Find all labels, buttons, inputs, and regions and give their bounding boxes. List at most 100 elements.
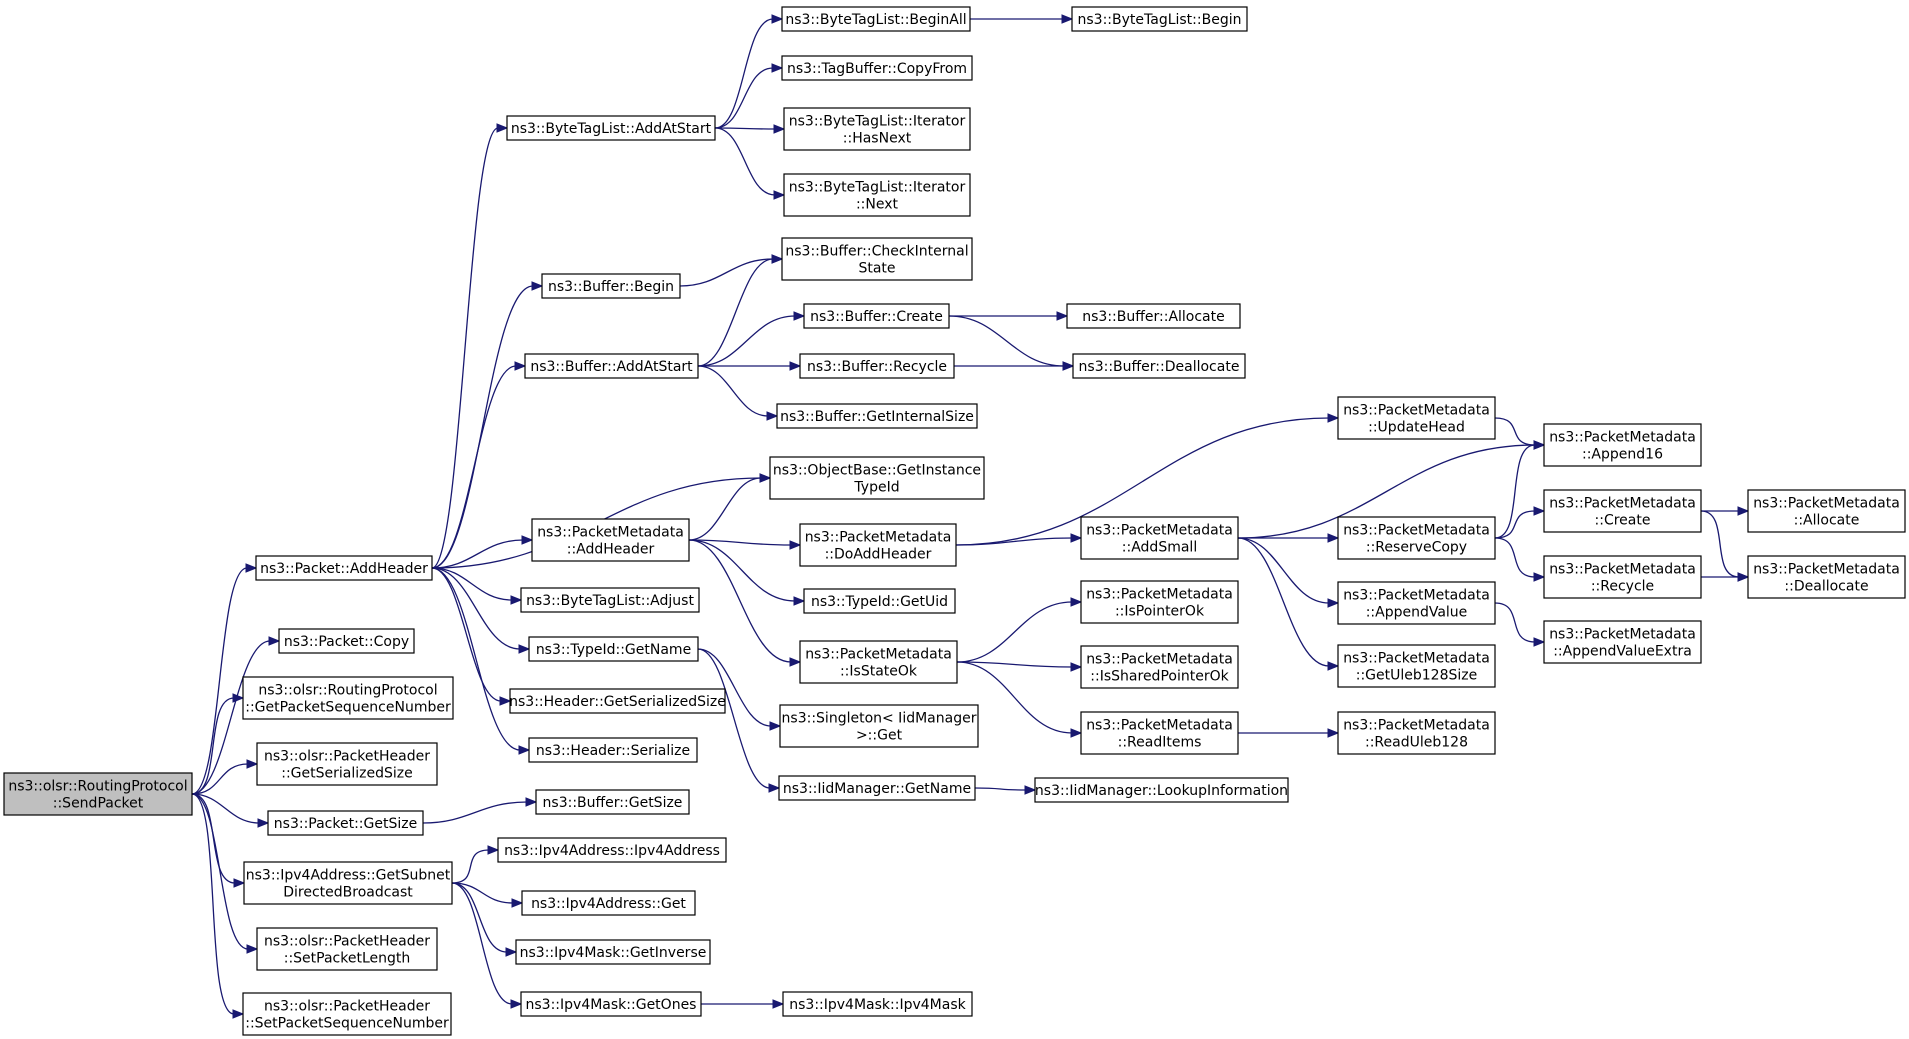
node-btl_iter_hasnext[interactable]: ns3::ByteTagList::Iterator::HasNext <box>783 107 971 151</box>
edge-ipv4_getsubnet-to-ipv4mask_getinverse <box>451 882 518 957</box>
node-buffer_recycle[interactable]: ns3::Buffer::Recycle <box>799 353 955 379</box>
node-box <box>256 742 438 786</box>
node-box <box>531 518 690 562</box>
node-btl_addatstart[interactable]: ns3::ByteTagList::AddAtStart <box>506 115 716 141</box>
node-ipv4mask_getones[interactable]: ns3::Ipv4Mask::GetOnes <box>520 991 702 1017</box>
edge-line <box>191 793 249 950</box>
node-label: ns3::PacketMetadata <box>537 525 684 541</box>
node-getpacketseq[interactable]: ns3::olsr::RoutingProtocol::GetPacketSeq… <box>242 676 454 720</box>
node-pm_isstateok[interactable]: ns3::PacketMetadata::IsStateOk <box>799 640 958 684</box>
node-pm_deallocate[interactable]: ns3::PacketMetadata::Deallocate <box>1747 555 1906 599</box>
edge-arrowhead <box>769 721 782 731</box>
edge-line <box>191 793 235 1015</box>
node-pm_recycle[interactable]: ns3::PacketMetadata::Recycle <box>1543 555 1702 599</box>
node-box <box>541 273 681 299</box>
node-header_serialize[interactable]: ns3::Header::Serialize <box>528 737 698 763</box>
node-label: ::AddHeader <box>567 542 655 558</box>
node-buffer_getsize[interactable]: ns3::Buffer::GetSize <box>535 789 690 815</box>
edge-arrowhead <box>773 124 786 134</box>
node-ipv4addr_ctor[interactable]: ns3::Ipv4Address::Ipv4Address <box>497 837 727 863</box>
node-label: ns3::PacketMetadata <box>1086 652 1233 668</box>
node-btl_iter_next[interactable]: ns3::ByteTagList::Iterator::Next <box>783 173 971 217</box>
node-label: ns3::Buffer::Allocate <box>1082 309 1225 325</box>
node-packet_getsize[interactable]: ns3::Packet::GetSize <box>267 810 424 836</box>
node-btl_beginall[interactable]: ns3::ByteTagList::BeginAll <box>781 6 971 32</box>
edge-line <box>451 882 508 953</box>
node-pm_readuleb128[interactable]: ns3::PacketMetadata::ReadUleb128 <box>1337 711 1496 755</box>
node-box <box>1337 644 1496 688</box>
edge-sendpacket-to-olsr_getser <box>191 759 259 795</box>
node-buffer_begin[interactable]: ns3::Buffer::Begin <box>541 273 681 299</box>
node-buffer_getinternalsize[interactable]: ns3::Buffer::GetInternalSize <box>776 403 978 429</box>
edge-sendpacket-to-packet_getsize <box>191 793 270 828</box>
node-header_getser[interactable]: ns3::Header::GetSerializedSize <box>509 688 726 714</box>
edge-arrowhead <box>1062 361 1075 371</box>
edge-line <box>1494 444 1536 539</box>
node-ipv4mask_getinverse[interactable]: ns3::Ipv4Mask::GetInverse <box>515 939 711 965</box>
node-btl_adjust[interactable]: ns3::ByteTagList::Adjust <box>520 587 700 613</box>
node-iidmanager_lookup[interactable]: ns3::IidManager::LookupInformation <box>1034 777 1289 803</box>
node-btl_begin[interactable]: ns3::ByteTagList::Begin <box>1071 6 1248 32</box>
edge-arrowhead <box>772 999 785 1009</box>
edge-ipv4_getsubnet-to-ipv4addr_ctor <box>451 845 500 884</box>
node-label: ns3::PacketMetadata <box>1549 496 1696 512</box>
edge-arrowhead <box>1061 14 1074 24</box>
node-buffer_allocate[interactable]: ns3::Buffer::Allocate <box>1066 303 1241 329</box>
node-pm_issharedpointerok[interactable]: ns3::PacketMetadata::IsSharedPointerOk <box>1080 645 1239 689</box>
node-buffer_deallocate[interactable]: ns3::Buffer::Deallocate <box>1072 353 1246 379</box>
edge-line <box>431 539 524 569</box>
node-typeid_getname[interactable]: ns3::TypeId::GetName <box>528 636 699 662</box>
node-ipv4_getsubnet[interactable]: ns3::Ipv4Address::GetSubnetDirectedBroad… <box>243 861 453 905</box>
node-pm_updatehead[interactable]: ns3::PacketMetadata::UpdateHead <box>1337 396 1496 440</box>
node-box <box>781 55 973 81</box>
node-box <box>1543 620 1702 664</box>
node-pm_reservecopy[interactable]: ns3::PacketMetadata::ReserveCopy <box>1337 516 1496 560</box>
edge-line <box>714 127 776 130</box>
node-label: ::AppendValueExtra <box>1553 644 1692 660</box>
node-pm_readitems[interactable]: ns3::PacketMetadata::ReadItems <box>1080 711 1239 755</box>
edge-line <box>431 567 521 650</box>
edge-line <box>1237 537 1330 667</box>
node-box <box>803 588 956 614</box>
edge-packet_addheader-to-btl_adjust <box>431 567 523 605</box>
edge-packet_addheader-to-header_serialize <box>431 567 531 755</box>
node-packet_copy[interactable]: ns3::Packet::Copy <box>278 628 415 654</box>
node-setpacketlength[interactable]: ns3::olsr::PacketHeader::SetPacketLength <box>256 927 438 971</box>
edge-packet_addheader-to-buffer_addatstart <box>431 361 527 569</box>
node-pm_ispointerok[interactable]: ns3::PacketMetadata::IsPointerOk <box>1080 580 1239 624</box>
node-pm_appendvalueextra[interactable]: ns3::PacketMetadata::AppendValueExtra <box>1543 620 1702 664</box>
edge-arrowhead <box>789 540 802 550</box>
node-pm_addheader[interactable]: ns3::PacketMetadata::AddHeader <box>531 518 690 562</box>
node-pm_append16[interactable]: ns3::PacketMetadata::Append16 <box>1543 423 1702 467</box>
node-packet_addheader[interactable]: ns3::Packet::AddHeader <box>255 555 433 581</box>
node-buffer_addatstart[interactable]: ns3::Buffer::AddAtStart <box>524 353 699 379</box>
node-iidmanager_getname[interactable]: ns3::IidManager::GetName <box>778 775 976 801</box>
node-box <box>528 737 698 763</box>
node-label: ::SetPacketSequenceNumber <box>245 1016 449 1032</box>
node-pm_doaddheader[interactable]: ns3::PacketMetadata::DoAddHeader <box>799 523 957 567</box>
node-typeid_getuid[interactable]: ns3::TypeId::GetUid <box>803 588 956 614</box>
node-pm_create[interactable]: ns3::PacketMetadata::Create <box>1543 489 1702 533</box>
node-olsr_getser[interactable]: ns3::olsr::PacketHeader::GetSerializedSi… <box>256 742 438 786</box>
node-pm_appendvalue[interactable]: ns3::PacketMetadata::AppendValue <box>1337 581 1496 625</box>
edge-arrowhead <box>1056 311 1069 321</box>
node-sendpacket[interactable]: ns3::olsr::RoutingProtocol::SendPacket <box>3 772 193 816</box>
edge-line <box>697 258 774 367</box>
node-setpacketseq[interactable]: ns3::olsr::PacketHeader::SetPacketSequen… <box>242 992 452 1036</box>
node-box <box>1034 777 1289 803</box>
node-pm_getuleb128size[interactable]: ns3::PacketMetadata::GetUleb128Size <box>1337 644 1496 688</box>
edge-arrowhead <box>1070 728 1083 738</box>
node-ipv4mask_ctor[interactable]: ns3::Ipv4Mask::Ipv4Mask <box>782 991 973 1017</box>
node-buffer_create[interactable]: ns3::Buffer::Create <box>803 303 950 329</box>
node-ipv4addr_get[interactable]: ns3::Ipv4Address::Get <box>521 890 696 916</box>
node-pm_allocate[interactable]: ns3::PacketMetadata::Allocate <box>1747 489 1906 533</box>
node-label: ns3::TypeId::GetName <box>536 642 691 658</box>
node-singleton_get[interactable]: ns3::Singleton< IidManager>::Get <box>779 704 979 748</box>
node-tagbuffer_copyfrom[interactable]: ns3::TagBuffer::CopyFrom <box>781 55 973 81</box>
node-box <box>1080 645 1239 689</box>
edge-iidmanager_getname-to-iidmanager_lookup <box>974 785 1037 795</box>
node-pm_addsmall[interactable]: ns3::PacketMetadata::AddSmall <box>1080 516 1239 560</box>
edge-arrowhead <box>514 361 527 371</box>
